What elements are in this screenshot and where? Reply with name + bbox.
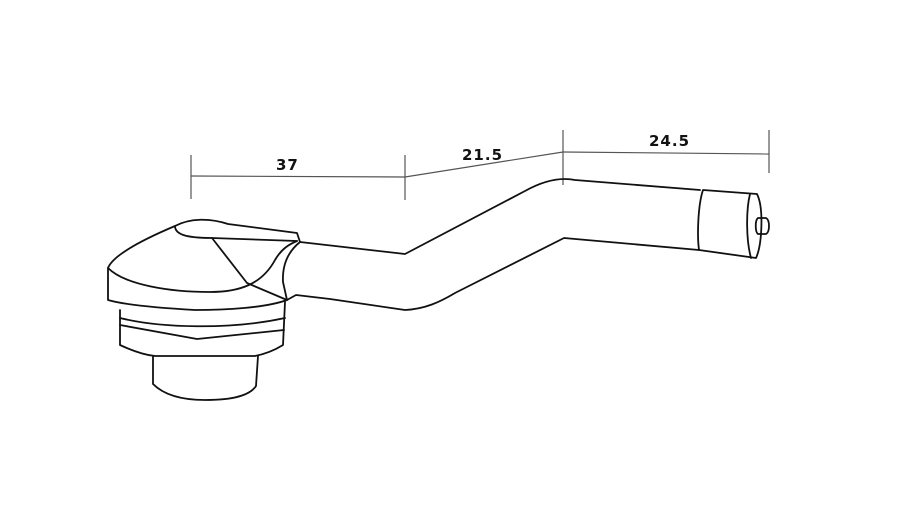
dim-line-37: [190, 175, 406, 178]
hex-nut-top: [119, 317, 286, 328]
cap-rim: [174, 225, 298, 242]
dim-line-21-5: [404, 151, 564, 178]
hex-nut: [119, 301, 286, 357]
dim-label-37: 37: [276, 156, 299, 174]
valve-core-pin: [754, 217, 770, 235]
cap-face-edge: [107, 240, 298, 293]
dim-label-24-5: 24.5: [649, 132, 691, 150]
pipe-lower: [286, 237, 700, 311]
valve-body: [107, 178, 770, 401]
hex-nut-edge: [119, 324, 285, 340]
cap-facet: [211, 237, 288, 301]
end-cap: [697, 189, 763, 259]
dim-label-21-5: 21.5: [462, 146, 504, 164]
base-cylinder: [152, 355, 259, 401]
dimension-lines: [190, 130, 770, 200]
end-cap-face: [746, 193, 752, 259]
cap-outline: [107, 218, 301, 311]
dim-line-24-5: [562, 151, 770, 155]
pipe-upper: [299, 178, 701, 255]
